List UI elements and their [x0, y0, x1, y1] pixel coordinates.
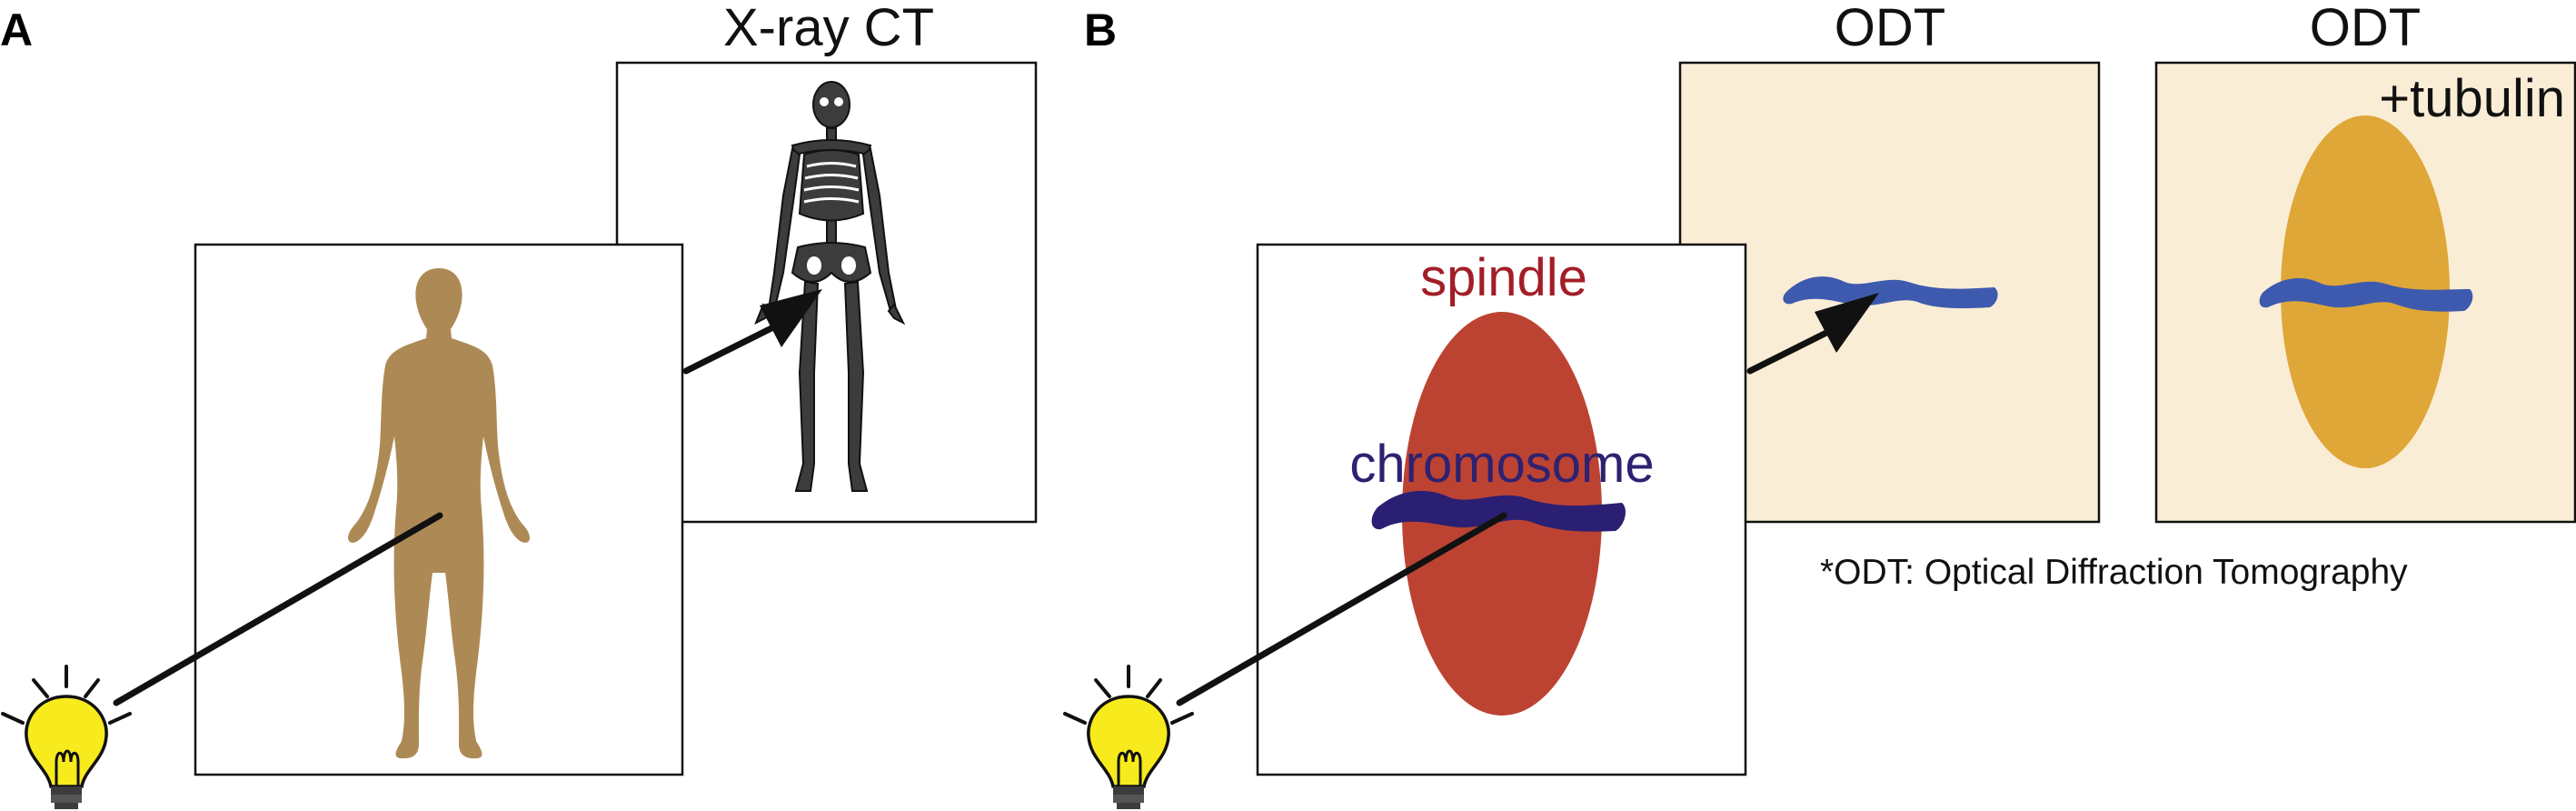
panel-b: B ODT ODT +tubulin spindle chromosome *O… [1063, 0, 2576, 809]
odt-beam [1176, 512, 1507, 706]
light-bulb-icon [1, 665, 132, 809]
arrow-icon [682, 289, 822, 375]
chromosome-shape-odt-right [2259, 278, 2473, 312]
light-bulb-icon [1063, 665, 1194, 809]
odt-footnote: *ODT: Optical Diffraction Tomography [1820, 553, 2408, 592]
arrow-icon [1746, 293, 1879, 375]
odt-title-right: ODT [2310, 0, 2421, 57]
panel-b-letter: B [1084, 5, 1117, 55]
chromosome-shape-front [1371, 490, 1626, 532]
panel-a: A X-ray CT [0, 0, 1038, 809]
tubulin-label: +tubulin [2379, 69, 2565, 128]
skeleton-icon [754, 81, 906, 492]
chromosome-shape-odt-left [1783, 276, 1998, 309]
odt-title-left: ODT [1835, 0, 1945, 57]
chromosome-label: chromosome [1349, 435, 1654, 494]
panel-a-letter: A [0, 5, 33, 55]
xray-beam [113, 512, 443, 706]
spindle-label: spindle [1420, 248, 1587, 307]
xray-ct-title: X-ray CT [723, 0, 934, 57]
